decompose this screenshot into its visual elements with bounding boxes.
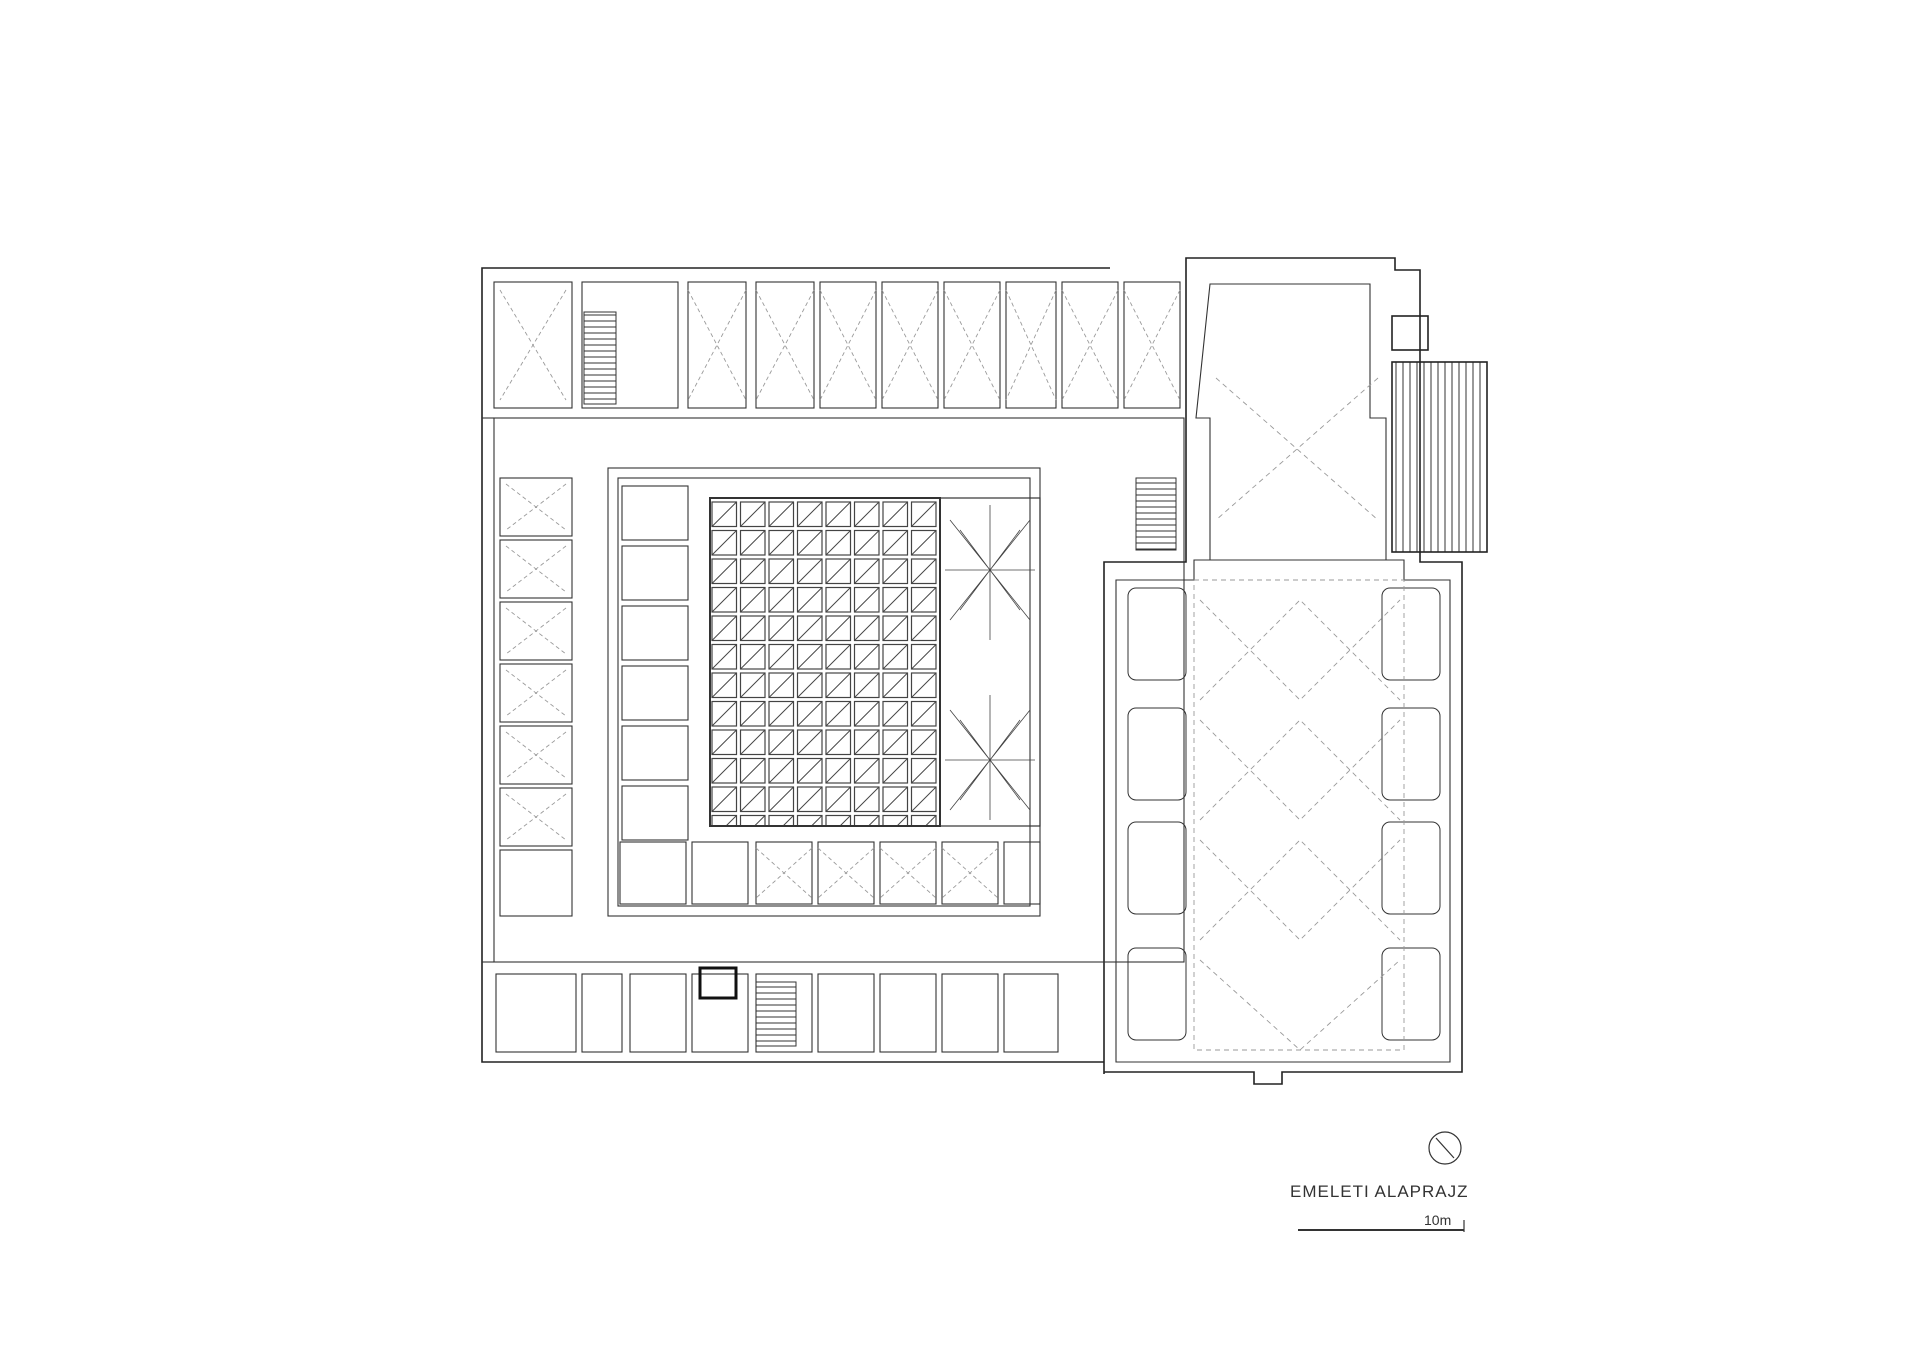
outer-walls — [481, 257, 1488, 1085]
tree-canopy-icon — [945, 505, 1035, 820]
scale-label: 10m — [1424, 1212, 1452, 1228]
chapel-side-chapels — [1127, 587, 1441, 1041]
courtyard-tree-area — [939, 497, 1041, 827]
bottom-row-cells — [495, 973, 1059, 1053]
top-row-vault-lines — [499, 289, 1181, 401]
courtyard-roof — [709, 497, 1041, 827]
inner-left-cells — [621, 485, 689, 841]
left-column-vault-lines — [505, 483, 567, 841]
scale-bar — [1298, 1220, 1465, 1232]
stair-north — [583, 311, 617, 405]
top-row-cells — [493, 281, 1181, 409]
drawing-title: EMELETI ALAPRAJZ — [1290, 1182, 1469, 1201]
stair-south — [755, 981, 797, 1047]
left-wing-outline — [481, 267, 1110, 1063]
inner-bottom-vault-lines — [755, 847, 999, 899]
outer-corridor-outer — [493, 417, 1185, 963]
inner-bottom-cells — [619, 841, 1041, 905]
inner-corridor — [617, 477, 1031, 907]
entrance-porch — [1391, 315, 1429, 351]
north-arrow-icon — [1428, 1131, 1462, 1165]
ramp-structure — [1391, 361, 1488, 553]
courtyard-grid — [709, 497, 941, 827]
chapel-walls — [1115, 283, 1451, 1063]
left-column-cells — [499, 477, 573, 917]
chapel-vault-lines — [1193, 377, 1405, 1051]
elevator — [698, 966, 738, 1000]
chapel-stair — [1135, 477, 1177, 551]
